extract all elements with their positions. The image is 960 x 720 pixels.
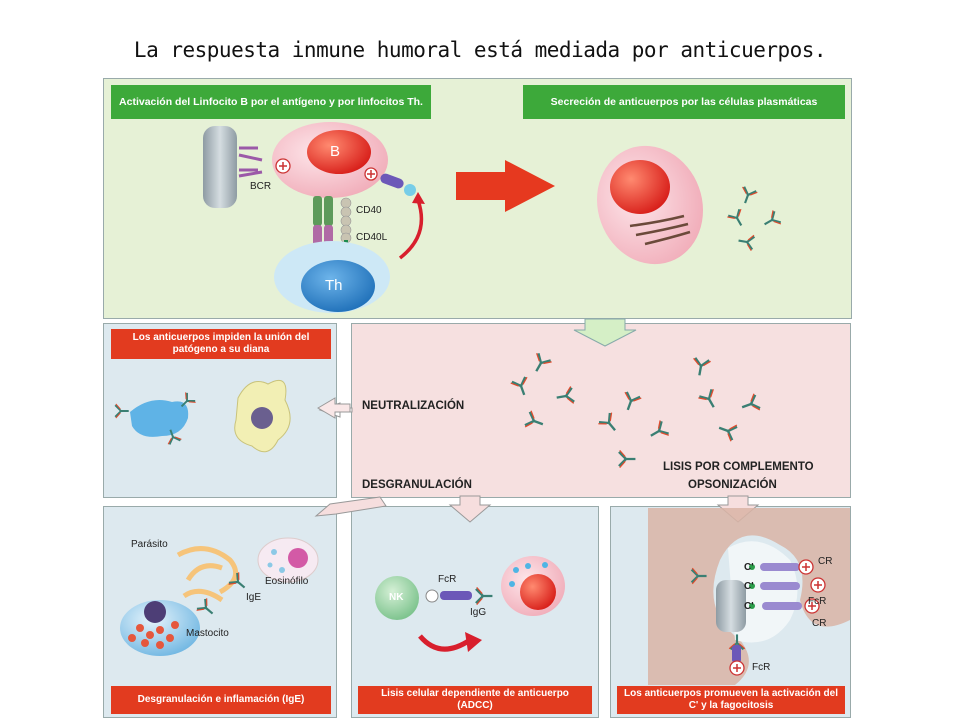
label-fcr-1: FcR: [808, 596, 827, 607]
label-opsonizacion: OPSONIZACIÓN: [688, 479, 777, 491]
label-cd40: CD40: [356, 205, 382, 216]
label-igg: IgG: [470, 607, 487, 618]
page-title: La respuesta inmune humoral está mediada…: [133, 38, 827, 62]
footer-degranulation: Desgranulación e inflamación (IgE): [111, 686, 331, 714]
nk-cell: [375, 576, 419, 620]
label-eosinofilo: Eosinófilo: [265, 576, 309, 587]
label-desgranulacion: DESGRANULACIÓN: [362, 479, 472, 491]
label-cr-2: CR: [812, 618, 827, 629]
label-c-3: C': [744, 601, 754, 612]
footer-opsonization: Los anticuerpos promueven la activación …: [617, 686, 845, 714]
label-th-cell: Th: [325, 277, 343, 294]
label-b-cell: B: [330, 143, 341, 160]
label-parasito: Parásito: [131, 539, 168, 550]
header-secretion: Secreción de anticuerpos por las células…: [523, 85, 845, 119]
label-nk-cell: NK: [389, 592, 404, 603]
label-fcr-2: FcR: [752, 662, 771, 673]
label-cd40l: CD40L: [356, 232, 388, 243]
label-c-2: C': [744, 581, 754, 592]
label-ige: IgE: [246, 592, 262, 603]
label-mastocito: Mastocito: [186, 628, 229, 639]
label-lisis: LISIS POR COMPLEMENTO: [663, 461, 814, 473]
label-bcr: BCR: [250, 181, 272, 192]
label-fcr-adcc: FcR: [438, 574, 457, 585]
panel-mechanisms: [351, 323, 851, 498]
footer-adcc: Lisis celular dependiente de anticuerpo …: [358, 686, 592, 714]
th-cell: [301, 260, 375, 312]
label-cr-1: CR: [818, 556, 833, 567]
pathogen: [130, 399, 189, 437]
red-arrow-right: [456, 160, 555, 212]
label-neutralizacion: NEUTRALIZACIÓN: [362, 400, 465, 412]
opsonized-pathogen: [716, 580, 746, 632]
b-cell-nucleus: [307, 130, 371, 174]
label-c-1: C': [744, 562, 754, 573]
header-neutralization: Los anticuerpos impiden la unión del pat…: [111, 329, 331, 359]
header-activation: Activación del Linfocito B por el antíge…: [111, 85, 431, 119]
antigen-presenting-cell: [203, 126, 237, 208]
